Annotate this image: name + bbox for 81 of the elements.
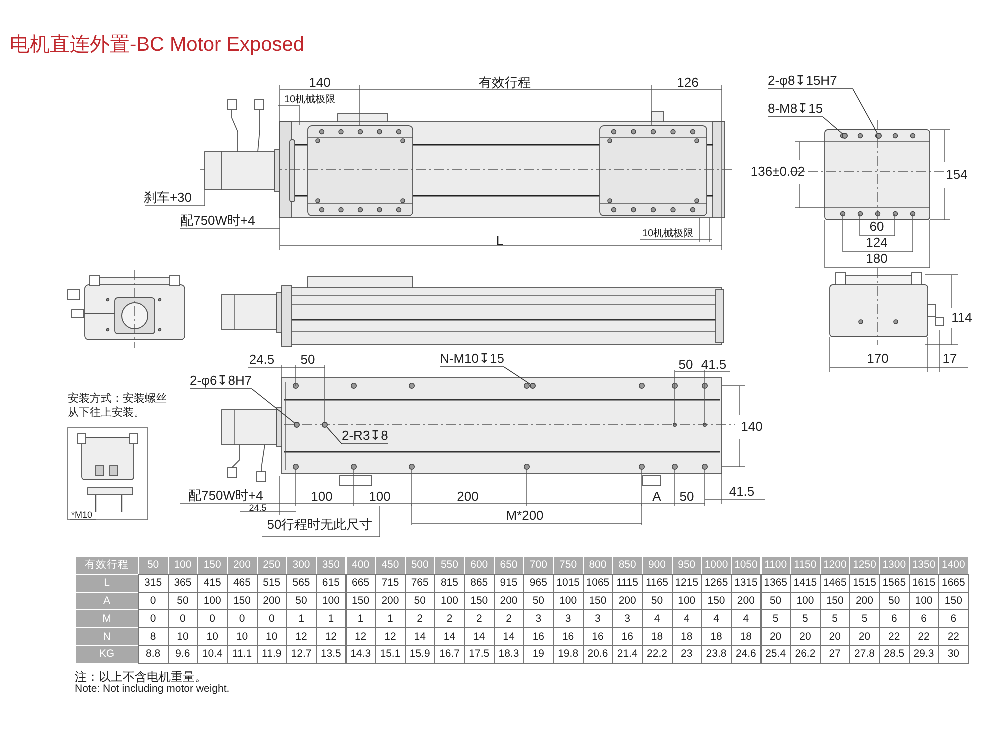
table-header-cell: 1300 xyxy=(879,556,910,575)
table-cell: 24.6 xyxy=(730,645,762,664)
dimension-label: 有效行程 xyxy=(479,76,531,90)
table-header-cell: 300 xyxy=(286,556,317,575)
table-header-cell: 550 xyxy=(434,556,466,575)
table-header-cell: 750 xyxy=(553,556,584,575)
dimension-label: 50 xyxy=(300,352,316,368)
table-header-cell: KG xyxy=(75,645,139,664)
table-header-cell: M xyxy=(75,609,139,628)
table-header-cell: 50 xyxy=(138,556,169,575)
dimension-label: 41.5 xyxy=(701,358,727,372)
table-header-cell: 150 xyxy=(197,556,228,575)
dimension-label: 136±0.02 xyxy=(750,164,806,180)
dimension-label: 10机械极限 xyxy=(642,228,694,240)
dimension-label: 100 xyxy=(311,490,333,504)
table-header-cell: 1150 xyxy=(790,556,821,575)
callout-label: N-M10↧15 xyxy=(440,352,504,366)
table-header-cell: 600 xyxy=(464,556,495,575)
table-header-cell: 1400 xyxy=(938,556,969,575)
table-cell: 25.4 xyxy=(760,645,792,664)
table-cell: 13.5 xyxy=(316,645,346,664)
table-header-cell: 1000 xyxy=(701,556,732,575)
dimension-label: 154 xyxy=(946,168,968,182)
table-cell: 315 xyxy=(138,574,169,593)
table-header-cell: 700 xyxy=(523,556,554,575)
dimension-label: 124 xyxy=(866,236,888,250)
callout-label: 2-R3↧8 xyxy=(342,429,388,444)
callout-label: 8-M8↧15 xyxy=(768,102,824,116)
dimension-label: 24.5 xyxy=(249,352,275,368)
table-cell: 8.8 xyxy=(138,645,169,664)
dimension-label: 114 xyxy=(952,310,972,326)
dimension-label: 170 xyxy=(867,352,889,366)
dimension-label: 41.5 xyxy=(729,484,755,500)
table-cell: 1665 xyxy=(938,574,969,593)
dimension-label: 180 xyxy=(866,252,888,266)
dimension-label: *M10 xyxy=(72,511,92,521)
note-text: Note: Not including motor weight. xyxy=(75,684,230,696)
dimension-label: L xyxy=(496,234,504,248)
table-header-cell: 850 xyxy=(612,556,643,575)
dimension-label: M*200 xyxy=(506,508,544,524)
table-cell: 665 xyxy=(346,574,376,593)
table-header-cell: 200 xyxy=(226,556,258,575)
dimension-label: 配750W时+4 xyxy=(180,214,256,228)
table-header-cell: 有效行程 xyxy=(75,556,139,575)
leader-line xyxy=(768,116,844,134)
table-header-cell: 1050 xyxy=(730,556,762,575)
dimension-label: 10机械极限 xyxy=(284,94,336,106)
dimension-label: 140 xyxy=(741,420,763,434)
table-cell: 14.3 xyxy=(346,645,376,664)
table-cell: 1365 xyxy=(760,574,792,593)
table-header-cell: 900 xyxy=(642,556,673,575)
title: 电机直连外置-BC Motor Exposed xyxy=(10,34,305,56)
callout-label: 2-φ6↧8H7 xyxy=(190,374,252,388)
table-header-cell: L xyxy=(75,574,139,593)
dimension-label: 24.5 xyxy=(249,504,267,514)
note-text: 安装方式：安装螺丝从下往上安装。 xyxy=(68,392,168,421)
leader-line xyxy=(326,426,388,444)
dimension-label: 126 xyxy=(677,76,699,90)
dimension-label: 200 xyxy=(457,490,479,504)
dimension-label: 140 xyxy=(309,76,331,90)
table-cell: 615 xyxy=(316,574,346,593)
dimension-label: 50行程时无此尺寸 xyxy=(267,518,373,532)
leader-line xyxy=(190,388,296,424)
table-header-cell: 350 xyxy=(316,556,346,575)
table-header-cell: 1250 xyxy=(849,556,880,575)
note-text: 注：以上不含电机重量。 xyxy=(75,671,207,684)
table-header-cell: N xyxy=(75,627,139,646)
dimension-label: 50 xyxy=(678,358,694,372)
table-cell: 30 xyxy=(938,645,969,664)
callout-label: 2-φ8↧15H7 xyxy=(768,74,838,88)
dimension-label: 50 xyxy=(680,490,694,504)
table-header-cell: 450 xyxy=(375,556,406,575)
dimension-label: 配750W时+4 xyxy=(188,488,264,504)
dimension-label: 60 xyxy=(870,220,884,234)
dimension-label: 刹车+30 xyxy=(144,190,192,206)
leader-line xyxy=(768,88,878,134)
dimension-label: A xyxy=(652,490,662,504)
dimension-label: 100 xyxy=(369,490,391,504)
leader-line xyxy=(440,366,531,385)
table-cell: 1315 xyxy=(730,574,762,593)
dimension-label: 17 xyxy=(942,352,958,366)
